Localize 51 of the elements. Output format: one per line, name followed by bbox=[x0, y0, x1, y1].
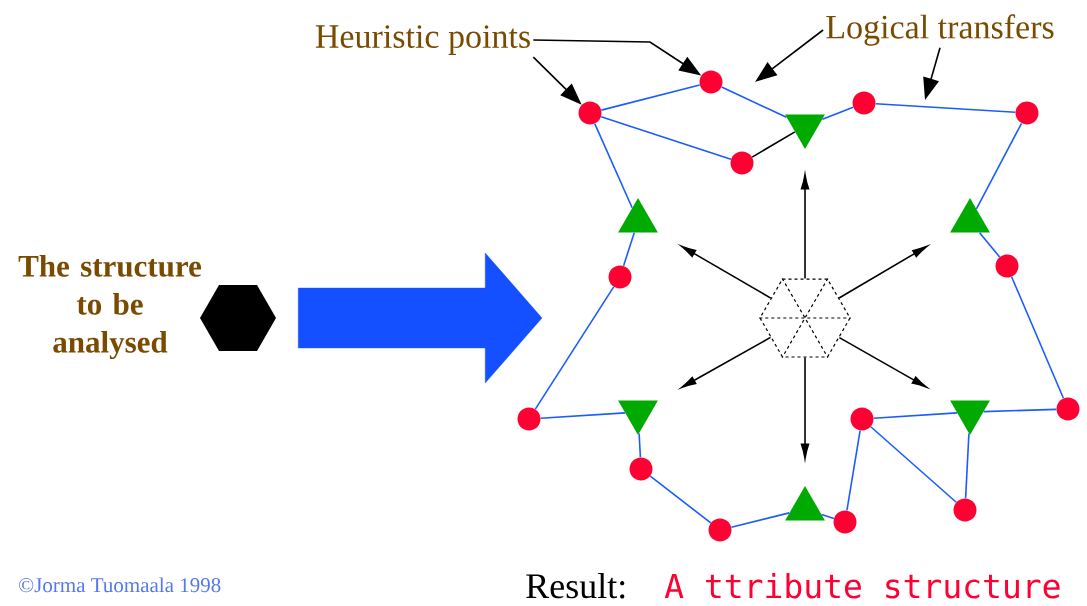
triangle-marker bbox=[950, 400, 990, 435]
copyright-text: ©Jorma Tuomaala 1998 bbox=[19, 577, 221, 593]
callout-text: Logical transfers bbox=[826, 14, 1054, 46]
callout-text: Heuristic points bbox=[315, 25, 530, 55]
connector-line bbox=[622, 231, 636, 267]
connector-line bbox=[846, 429, 861, 512]
triangle-marker bbox=[618, 400, 658, 435]
dot bbox=[730, 151, 754, 175]
connector-line bbox=[820, 513, 835, 520]
caption-text: Result: bbox=[526, 573, 625, 599]
block-arrow bbox=[298, 252, 543, 384]
connector-line bbox=[539, 412, 626, 420]
connector-line bbox=[870, 425, 958, 504]
dot bbox=[833, 510, 857, 534]
triangle-marker bbox=[950, 198, 990, 233]
dot bbox=[1015, 101, 1039, 125]
connector-line bbox=[638, 432, 642, 459]
connector-line bbox=[964, 432, 970, 500]
dot bbox=[578, 101, 602, 125]
connector-line bbox=[600, 84, 701, 111]
dot bbox=[1056, 397, 1080, 421]
connector-line bbox=[975, 122, 1023, 210]
connector-line bbox=[751, 131, 796, 158]
connector-line bbox=[874, 102, 1017, 114]
caption-text: The structure to be analysed bbox=[18, 254, 202, 360]
dot bbox=[629, 457, 653, 481]
connector-line bbox=[821, 106, 854, 120]
dot bbox=[699, 70, 723, 94]
dot bbox=[852, 91, 876, 115]
dot bbox=[517, 407, 541, 431]
dot bbox=[850, 407, 874, 431]
dot bbox=[953, 498, 977, 522]
connector-line bbox=[978, 231, 1001, 258]
dot bbox=[608, 265, 632, 289]
arrow bbox=[838, 245, 928, 299]
connector-line bbox=[593, 122, 633, 209]
connector-line bbox=[872, 412, 958, 420]
dashed-hexagon bbox=[758, 277, 852, 359]
result-text: A ttribute structure bbox=[664, 572, 1060, 599]
triangle-marker bbox=[785, 114, 825, 149]
connector-line bbox=[600, 115, 732, 161]
triangle-marker bbox=[785, 486, 825, 521]
connector-line bbox=[720, 86, 788, 119]
dot bbox=[995, 254, 1019, 278]
connector-line bbox=[534, 286, 615, 410]
connector-line bbox=[730, 512, 791, 528]
dot bbox=[708, 518, 732, 542]
connector-line bbox=[982, 408, 1058, 413]
connector-line bbox=[649, 475, 712, 524]
triangle-marker bbox=[618, 198, 658, 233]
connector-line bbox=[1010, 275, 1065, 400]
